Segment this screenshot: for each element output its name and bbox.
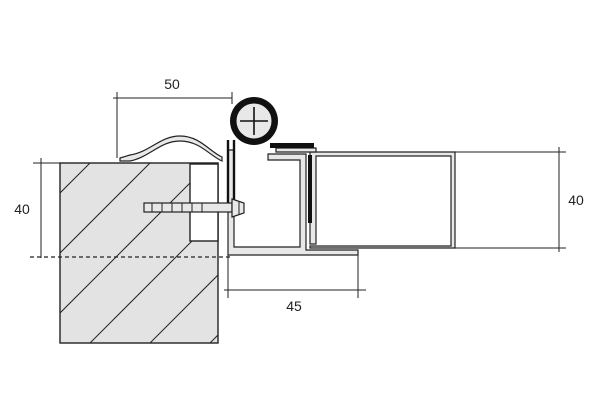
wall-block — [59, 162, 219, 344]
hinge-arm — [270, 143, 314, 148]
hinge-knuckle — [230, 97, 278, 145]
dimension-right-label: 40 — [568, 192, 584, 208]
dimension-right — [455, 147, 566, 252]
cover-strip — [119, 135, 223, 162]
door-leaf-profile — [309, 151, 456, 249]
dimension-bottom-label: 45 — [286, 298, 302, 314]
dimension-top — [113, 92, 233, 158]
dimension-left-label: 40 — [14, 201, 30, 217]
screw-icon — [143, 198, 245, 218]
dimension-left — [33, 158, 60, 258]
hinge-seal — [226, 140, 236, 205]
seal-strip — [308, 155, 312, 223]
frame-profile-outer — [227, 149, 359, 256]
dimension-top-label: 50 — [164, 76, 180, 92]
dimension-bottom — [224, 255, 366, 298]
leaf-return — [275, 147, 317, 153]
